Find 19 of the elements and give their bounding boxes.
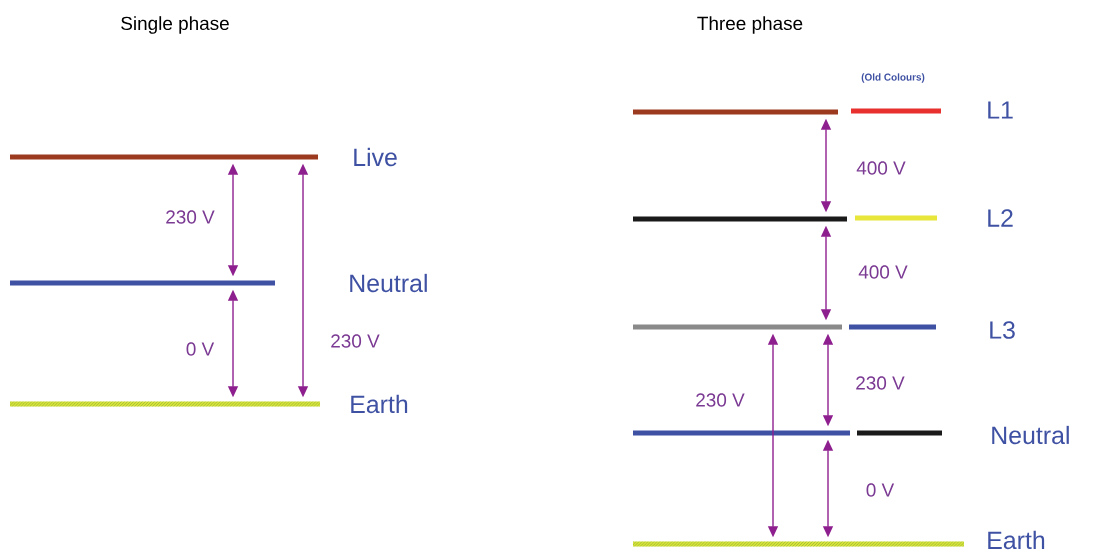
wire-label: Live (354, 147, 397, 167)
voltage-label: 400 V (855, 160, 907, 176)
wire-label: L2 (988, 209, 1013, 227)
voltage-label: 230 V (694, 392, 746, 408)
heading: Single phase (121, 16, 229, 34)
heading: Three phase (697, 16, 803, 34)
voltage-label: 230 V (854, 375, 906, 391)
note: (Old Colours) (861, 73, 925, 83)
voltage-label: 0 V (864, 482, 896, 498)
wire-label: Neutral (350, 273, 427, 293)
voltage-label: 400 V (857, 264, 909, 280)
voltage-label: 0 V (184, 341, 216, 357)
voltage-label: 230 V (164, 209, 216, 225)
wire-label: Neutral (992, 425, 1069, 445)
voltage-label: 230 V (329, 333, 381, 349)
wire-label: L1 (988, 101, 1013, 119)
wire-label: L3 (990, 321, 1015, 339)
wire-label: Earth (988, 530, 1045, 550)
wire-label: Earth (351, 394, 408, 414)
